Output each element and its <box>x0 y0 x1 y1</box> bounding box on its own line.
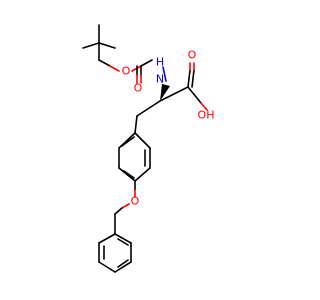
phenylene-ring <box>118 132 151 182</box>
backbone <box>134 86 189 134</box>
amide-hydrogen-label: H <box>156 56 164 69</box>
boc-carbamate <box>98 59 167 84</box>
structure-canvas: O O H N O OH O <box>82 24 215 273</box>
stereo-wedge-bond <box>160 84 170 101</box>
benzyl-ether-oxygen-label: O <box>131 195 140 208</box>
phenyl-ring <box>98 213 132 273</box>
tert-butyl-group <box>82 24 116 61</box>
amide-nitrogen-label: N <box>156 73 164 86</box>
benzyl-ether-linkage <box>114 180 136 215</box>
acid-carbonyl-oxygen-label: O <box>188 49 197 62</box>
carbamate-ester-oxygen-label: O <box>122 65 131 78</box>
carbamate-carbonyl-oxygen-label: O <box>134 82 143 95</box>
acid-hydroxyl-label: OH <box>198 109 215 122</box>
carboxylic-acid-group <box>187 62 208 111</box>
